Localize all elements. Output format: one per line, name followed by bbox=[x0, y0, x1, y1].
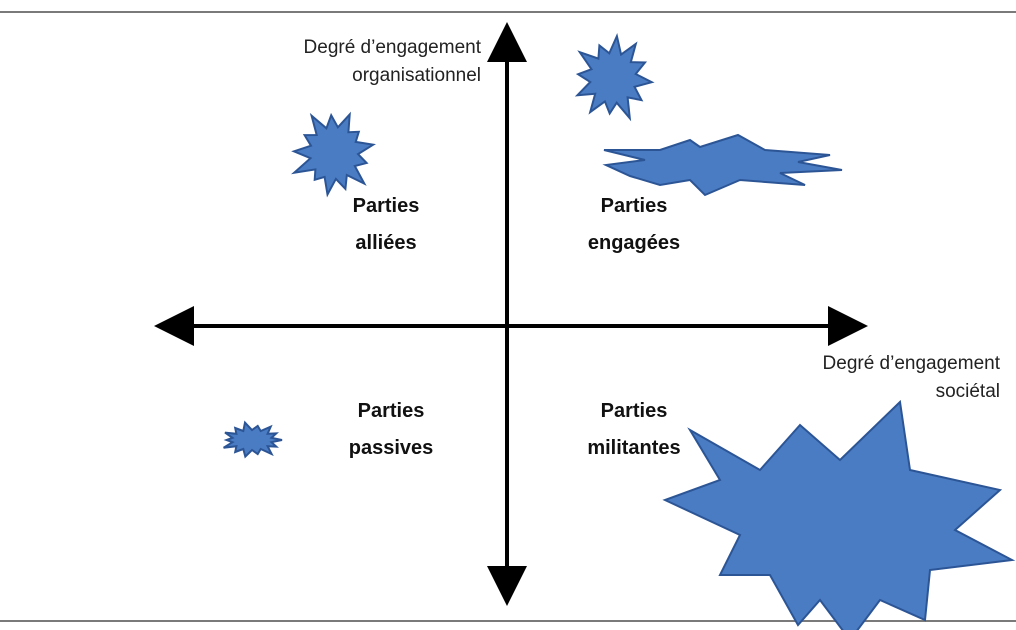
burst-militant bbox=[662, 399, 1016, 630]
burst-allied bbox=[290, 111, 377, 198]
quadrant-label-militant: Parties militantes bbox=[554, 393, 714, 467]
burst-engaged-wide bbox=[602, 133, 843, 197]
quadrant-label-allied: Parties alliées bbox=[306, 188, 466, 262]
vertical-axis-label-line2: organisationnel bbox=[352, 65, 481, 86]
top-divider bbox=[0, 11, 1016, 13]
quadrant-passive-line2: passives bbox=[348, 437, 434, 459]
quadrant-militant-line2: militantes bbox=[587, 437, 681, 459]
horizontal-axis-label-line2: sociétal bbox=[935, 381, 1000, 402]
burst-engaged-small bbox=[574, 33, 655, 122]
quadrant-allied-line1: Parties bbox=[352, 195, 420, 217]
vertical-axis-label: Degré d’engagement organisationnel bbox=[304, 34, 481, 90]
quadrant-label-engaged: Parties engagées bbox=[554, 188, 714, 262]
quadrant-engaged-line1: Parties bbox=[600, 195, 668, 217]
quadrant-passive-line1: Parties bbox=[357, 400, 425, 422]
quadrant-label-passive: Parties passives bbox=[311, 393, 471, 467]
quadrant-allied-line2: alliées bbox=[355, 232, 417, 254]
quadrant-militant-line1: Parties bbox=[600, 400, 668, 422]
vertical-axis-label-line1: Degré d’engagement bbox=[303, 37, 481, 58]
burst-shapes bbox=[223, 33, 1016, 630]
quadrant-engaged-line2: engagées bbox=[587, 232, 681, 254]
bottom-divider bbox=[0, 620, 1016, 622]
burst-passive bbox=[223, 420, 283, 459]
horizontal-axis-label: Degré d’engagement sociétal bbox=[823, 350, 1000, 406]
horizontal-axis-label-line1: Degré d’engagement bbox=[822, 353, 1000, 374]
